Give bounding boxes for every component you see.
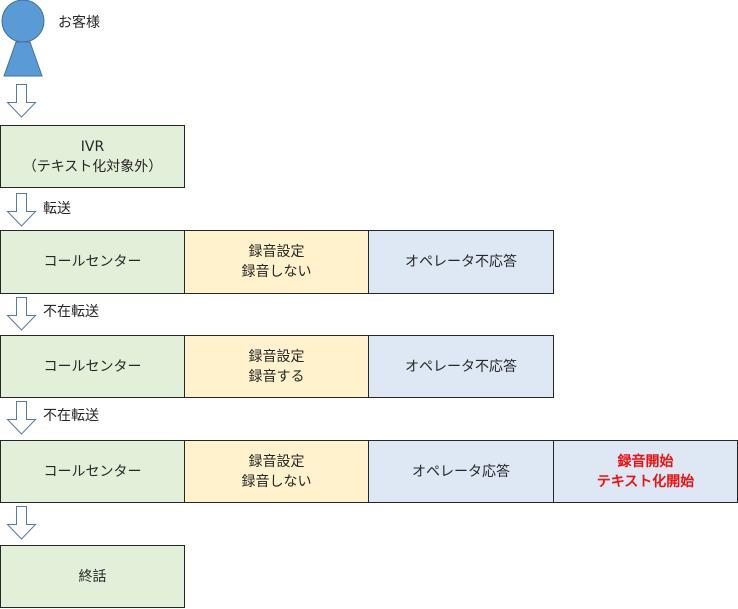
call-center-box: コールセンター xyxy=(0,440,185,503)
person-icon xyxy=(1,0,45,77)
recording-setting-title: 録音設定 xyxy=(248,348,305,365)
call-end-box: 終話 xyxy=(0,545,185,608)
text-conversion-start-label: テキスト化開始 xyxy=(596,473,695,490)
down-arrow-icon xyxy=(6,401,37,435)
ivr-box: IVR （テキスト化対象外） xyxy=(0,125,185,188)
recording-start-box: 録音開始 テキスト化開始 xyxy=(553,440,738,503)
call-end-label: 終話 xyxy=(78,568,107,585)
recording-setting-value: 録音しない xyxy=(241,264,312,280)
ivr-title: IVR xyxy=(80,138,105,155)
recording-setting-box: 録音設定 録音しない xyxy=(184,230,369,294)
call-center-label: コールセンター xyxy=(43,358,142,375)
operator-status-box: オペレータ不応答 xyxy=(368,230,554,294)
operator-status-label: オペレータ応答 xyxy=(412,463,510,480)
down-arrow-icon xyxy=(6,506,37,540)
call-center-label: コールセンター xyxy=(43,463,142,480)
call-center-box: コールセンター xyxy=(0,335,185,398)
ivr-note: （テキスト化対象外） xyxy=(22,158,163,175)
transfer-label: 転送 xyxy=(43,201,71,217)
down-arrow-icon xyxy=(6,297,37,331)
customer-label: お客様 xyxy=(58,15,100,31)
operator-status-label: オペレータ不応答 xyxy=(405,254,517,270)
recording-setting-value: 録音する xyxy=(248,368,305,385)
absent-transfer-label: 不在転送 xyxy=(43,408,99,424)
recording-setting-title: 録音設定 xyxy=(248,244,305,260)
recording-setting-box: 録音設定 録音しない xyxy=(184,440,369,503)
operator-status-box: オペレータ不応答 xyxy=(368,335,554,398)
recording-setting-title: 録音設定 xyxy=(248,453,305,470)
call-center-box: コールセンター xyxy=(0,230,185,294)
call-center-label: コールセンター xyxy=(43,254,142,270)
recording-setting-value: 録音しない xyxy=(241,473,312,490)
down-arrow-icon xyxy=(6,84,37,118)
operator-status-label: オペレータ不応答 xyxy=(405,358,517,375)
recording-start-label: 録音開始 xyxy=(617,453,674,470)
recording-setting-box: 録音設定 録音する xyxy=(184,335,369,398)
operator-status-box: オペレータ応答 xyxy=(368,440,554,503)
down-arrow-icon xyxy=(6,193,37,227)
absent-transfer-label: 不在転送 xyxy=(43,304,99,320)
